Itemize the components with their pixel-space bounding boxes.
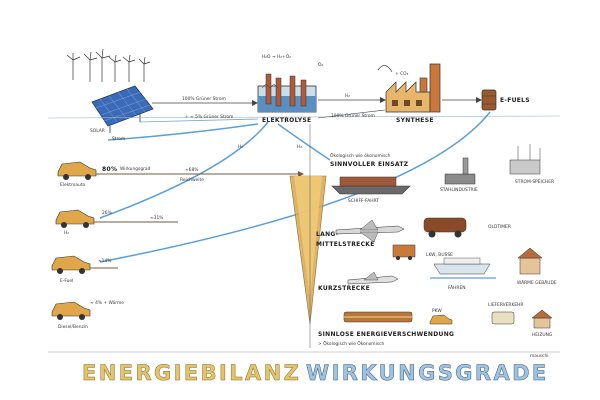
heating-house-icon xyxy=(532,310,552,328)
car-icon xyxy=(56,210,94,228)
sinnvoll-subtitle: Ökologisch wie ökonomisch xyxy=(330,152,391,159)
h2-branch-label-a: H₂ xyxy=(238,144,243,150)
arrow-solar-label: 100% Grüner Strom xyxy=(182,96,226,102)
arrow-grey-label: 100% Grüner Strom xyxy=(331,113,375,119)
flow-h2-right xyxy=(278,124,330,160)
efficiency-pct: ≈ 4% + Wärme xyxy=(90,300,124,306)
car-row-h2: H₂ 26% ≈31% xyxy=(56,210,178,236)
van-icon xyxy=(492,312,514,324)
strom-label: Strom xyxy=(112,136,125,142)
label-schifffahrt: SCHIFF-FAHRT xyxy=(348,198,379,204)
ferry-icon xyxy=(430,258,496,278)
sinnvoll-title: SINNVOLLER EINSATZ xyxy=(330,161,409,168)
car-label: E-Fuel xyxy=(60,278,73,284)
fuel-barrel-icon xyxy=(482,90,496,110)
title-wirkungsgrade: WIRKUNGSGRADE xyxy=(306,361,549,385)
small-plane-icon xyxy=(348,272,398,284)
flow-strom-elektroauto xyxy=(108,124,258,140)
label-pkw: PKW xyxy=(432,308,442,314)
train-icon xyxy=(344,312,412,322)
label-waerme: WÄRME GEBÄUDE xyxy=(517,279,557,286)
airplane-icon xyxy=(336,220,404,242)
ship-icon xyxy=(332,177,410,194)
solar-label: SOLAR xyxy=(90,128,105,134)
efficiency-pct-2: ≈31% xyxy=(150,215,163,221)
efficiency-pct-2: ≈68% xyxy=(185,167,198,173)
formula-electrolysis: H₂O → H₂+O₂ xyxy=(262,54,291,60)
sinnlos-subtitle: > Ökologisch wie Ökonomisch xyxy=(318,340,384,347)
car-row-efuel: E-Fuel ≈14% xyxy=(52,256,118,284)
label-stromspeicher: STROM-SPEICHER xyxy=(515,179,554,185)
label-lkw: LKW, BUSSE xyxy=(426,252,453,258)
efuels-label: E-FUELS xyxy=(500,97,530,104)
car-label: Diesel/Benzin xyxy=(58,324,88,330)
label-mittelstrecke: MITTELSTRECKE xyxy=(316,241,375,248)
label-stahl: STAHLINDUSTRIE xyxy=(440,187,478,193)
signature: mauschi xyxy=(530,353,548,359)
title-energiebilanz: ENERGIEBILANZ xyxy=(82,361,301,385)
label-lieferverkehr: LIEFERVERKEHR xyxy=(488,302,523,308)
label-faehren: FÄHREN xyxy=(448,284,466,291)
efficiency-funnel xyxy=(290,176,326,324)
steel-plant-icon xyxy=(445,158,475,184)
efficiency-pct: ≈14% xyxy=(98,258,111,264)
car-label: H₂ xyxy=(64,230,69,236)
house-icon xyxy=(518,248,542,274)
label-kurzstrecke: KURZSTRECKE xyxy=(318,285,370,292)
car-icon xyxy=(52,302,90,320)
arrow-solar-label-2: + ≈ 5% Grüner Strom xyxy=(185,114,233,120)
car-row-diesel: Diesel/Benzin ≈ 4% + Wärme xyxy=(52,300,124,330)
sinnlos-title: SINNLOSE ENERGIEVERSCHWENDUNG xyxy=(318,331,454,338)
oldtimer-car-icon xyxy=(424,218,466,238)
efficiency-pct: 80% xyxy=(102,166,117,173)
label-heizung: HEIZUNG xyxy=(532,332,553,338)
efficiency-note: Reichweite xyxy=(180,177,204,183)
pkw-icon xyxy=(430,315,452,324)
o2-symbol: O₂ xyxy=(318,62,323,68)
truck-icon xyxy=(393,245,415,260)
car-label: Elektroauto xyxy=(60,182,86,188)
car-icon xyxy=(52,256,90,274)
label-oldtimer: OLDTIMER xyxy=(488,224,511,230)
elektrolyse-label: ELEKTROLYSE xyxy=(262,117,311,124)
co2-label: + CO₂ xyxy=(395,71,409,77)
efficiency-mid-label: Wirkungsgrad xyxy=(120,166,151,172)
synthese-label: SYNTHESE xyxy=(396,117,434,124)
label-langstrecke: LANG- xyxy=(316,231,339,238)
car-icon xyxy=(58,162,96,180)
h2-to-synthesis: H₂ xyxy=(345,93,350,99)
h2-branch-label-b: H₂ xyxy=(297,144,302,150)
efficiency-pct: 26% xyxy=(102,210,112,216)
power-storage-icon xyxy=(510,144,540,174)
